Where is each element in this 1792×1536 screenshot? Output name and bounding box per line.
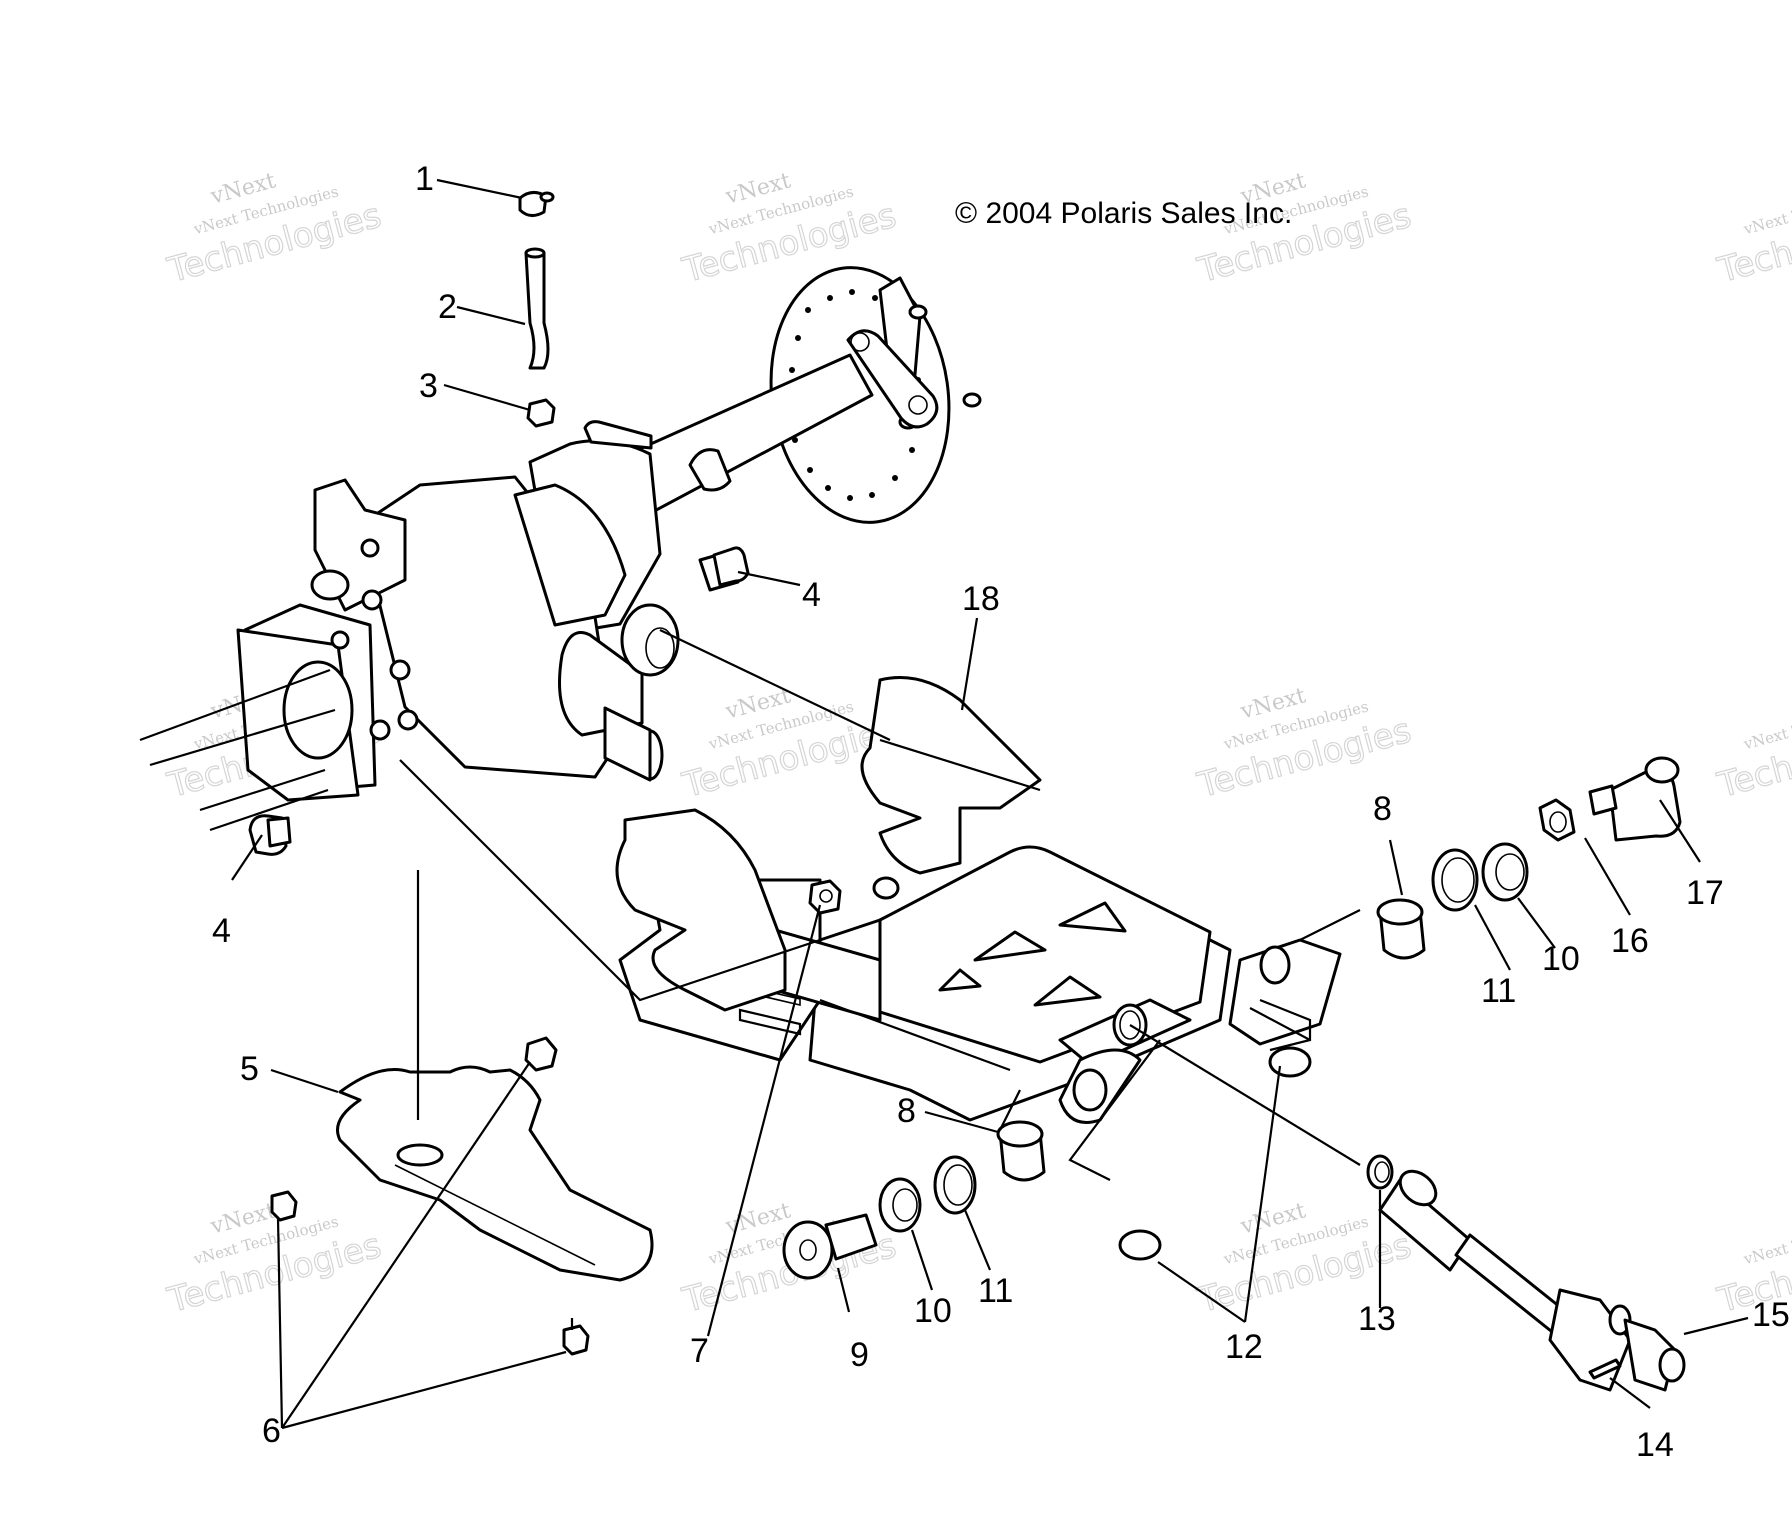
part-1-clamp bbox=[518, 191, 555, 217]
left-side-plate bbox=[615, 808, 802, 1036]
watermark-text: vNext Technologies bbox=[1741, 182, 1792, 238]
watermark-1: vNext vNext Technologies Technologies bbox=[162, 168, 385, 291]
callout-18: 18 bbox=[962, 580, 1000, 618]
callout-16: 16 bbox=[1611, 922, 1649, 960]
watermark-6: vNext vNext Technologies Technologies bbox=[1192, 683, 1415, 806]
part-13-o-ring bbox=[1366, 1154, 1394, 1190]
callout-12: 12 bbox=[1225, 1328, 1263, 1366]
callout-8-lower: 8 bbox=[897, 1092, 916, 1130]
copyright-notice: © 2004 Polaris Sales Inc. bbox=[955, 197, 1292, 230]
callout-14: 14 bbox=[1636, 1426, 1674, 1464]
part-14-roll-pin bbox=[1588, 1358, 1622, 1380]
watermark-text: vNext Technologies bbox=[1741, 697, 1792, 753]
axle-housing-assembly bbox=[139, 266, 982, 832]
leader-lines bbox=[231, 178, 1749, 1430]
watermark-text: vNext Technologies bbox=[1741, 1212, 1792, 1268]
callout-5: 5 bbox=[240, 1050, 259, 1088]
part-9-pivot-bolt bbox=[782, 1213, 878, 1280]
callout-17: 17 bbox=[1686, 874, 1724, 912]
callout-15: 15 bbox=[1752, 1296, 1790, 1334]
watermark-10: vNext Technologies Technologies bbox=[1712, 182, 1792, 291]
part-5-shield bbox=[336, 1065, 654, 1282]
part-2-vent-hose bbox=[524, 247, 550, 370]
part-17-adjuster bbox=[1588, 756, 1682, 842]
callout-labels: 1 2 3 4 4 5 6 7 8 8 9 10 10 11 11 12 13 … bbox=[212, 160, 1790, 1464]
callout-1: 1 bbox=[415, 160, 434, 198]
callout-10-upper: 10 bbox=[1542, 940, 1580, 978]
part-6-screws bbox=[270, 1036, 590, 1356]
callout-4-upper: 4 bbox=[802, 576, 821, 614]
part-15-driveshaft bbox=[1378, 1169, 1686, 1392]
callout-11-upper: 11 bbox=[1481, 972, 1516, 1010]
callout-6: 6 bbox=[262, 1412, 281, 1450]
swing-arm-frame bbox=[618, 818, 1342, 1124]
callout-2: 2 bbox=[438, 288, 457, 326]
callout-4-lower: 4 bbox=[212, 912, 231, 950]
part-3-vent-nut bbox=[526, 398, 556, 428]
part-4-bolt-lower bbox=[248, 814, 292, 856]
part-10-bearing-a bbox=[1481, 842, 1529, 902]
part-11-race-a bbox=[1431, 848, 1479, 912]
callout-7: 7 bbox=[690, 1332, 709, 1370]
watermark-7: vNext vNext Technologies Technologies bbox=[162, 1198, 385, 1321]
callout-9: 9 bbox=[850, 1336, 869, 1374]
callout-8-upper: 8 bbox=[1373, 790, 1392, 828]
part-7-nut bbox=[808, 879, 842, 915]
part-18-bracket bbox=[860, 676, 1042, 900]
callout-10-lower: 10 bbox=[914, 1292, 952, 1330]
watermark-5: vNext vNext Technologies Technologies bbox=[677, 683, 900, 806]
callout-3: 3 bbox=[419, 367, 438, 405]
part-11-race-b bbox=[933, 1155, 977, 1215]
part-4-bolt-upper bbox=[698, 546, 750, 592]
part-8-bushing-b bbox=[996, 1120, 1046, 1182]
watermark-11: vNext Technologies Technologies bbox=[1712, 697, 1792, 806]
part-8-bushing-a bbox=[1376, 898, 1426, 960]
part-10-bearing-b bbox=[878, 1177, 922, 1233]
assembly-lines bbox=[399, 629, 1361, 1181]
part-16-jam-nut bbox=[1538, 798, 1576, 842]
callout-11-lower: 11 bbox=[978, 1272, 1013, 1310]
callout-13: 13 bbox=[1358, 1300, 1396, 1338]
